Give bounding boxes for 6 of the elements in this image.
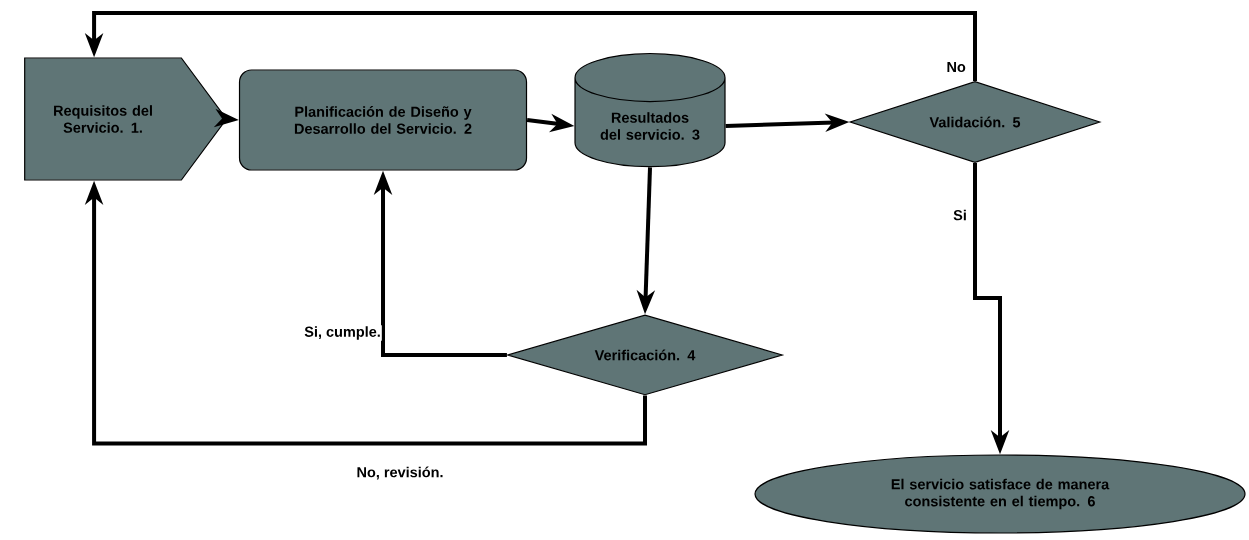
edge-label: No, revisión. — [355, 465, 445, 481]
data-cylinder: Resultados del servicio. 3 — [574, 53, 726, 168]
edge-label: Si, cumple. — [303, 325, 382, 341]
process-box: Planificación de Diseño y Desarrollo del Servicio. 2 — [238, 69, 528, 171]
edge-label: No — [945, 60, 967, 74]
edge-label: Si — [952, 208, 968, 222]
